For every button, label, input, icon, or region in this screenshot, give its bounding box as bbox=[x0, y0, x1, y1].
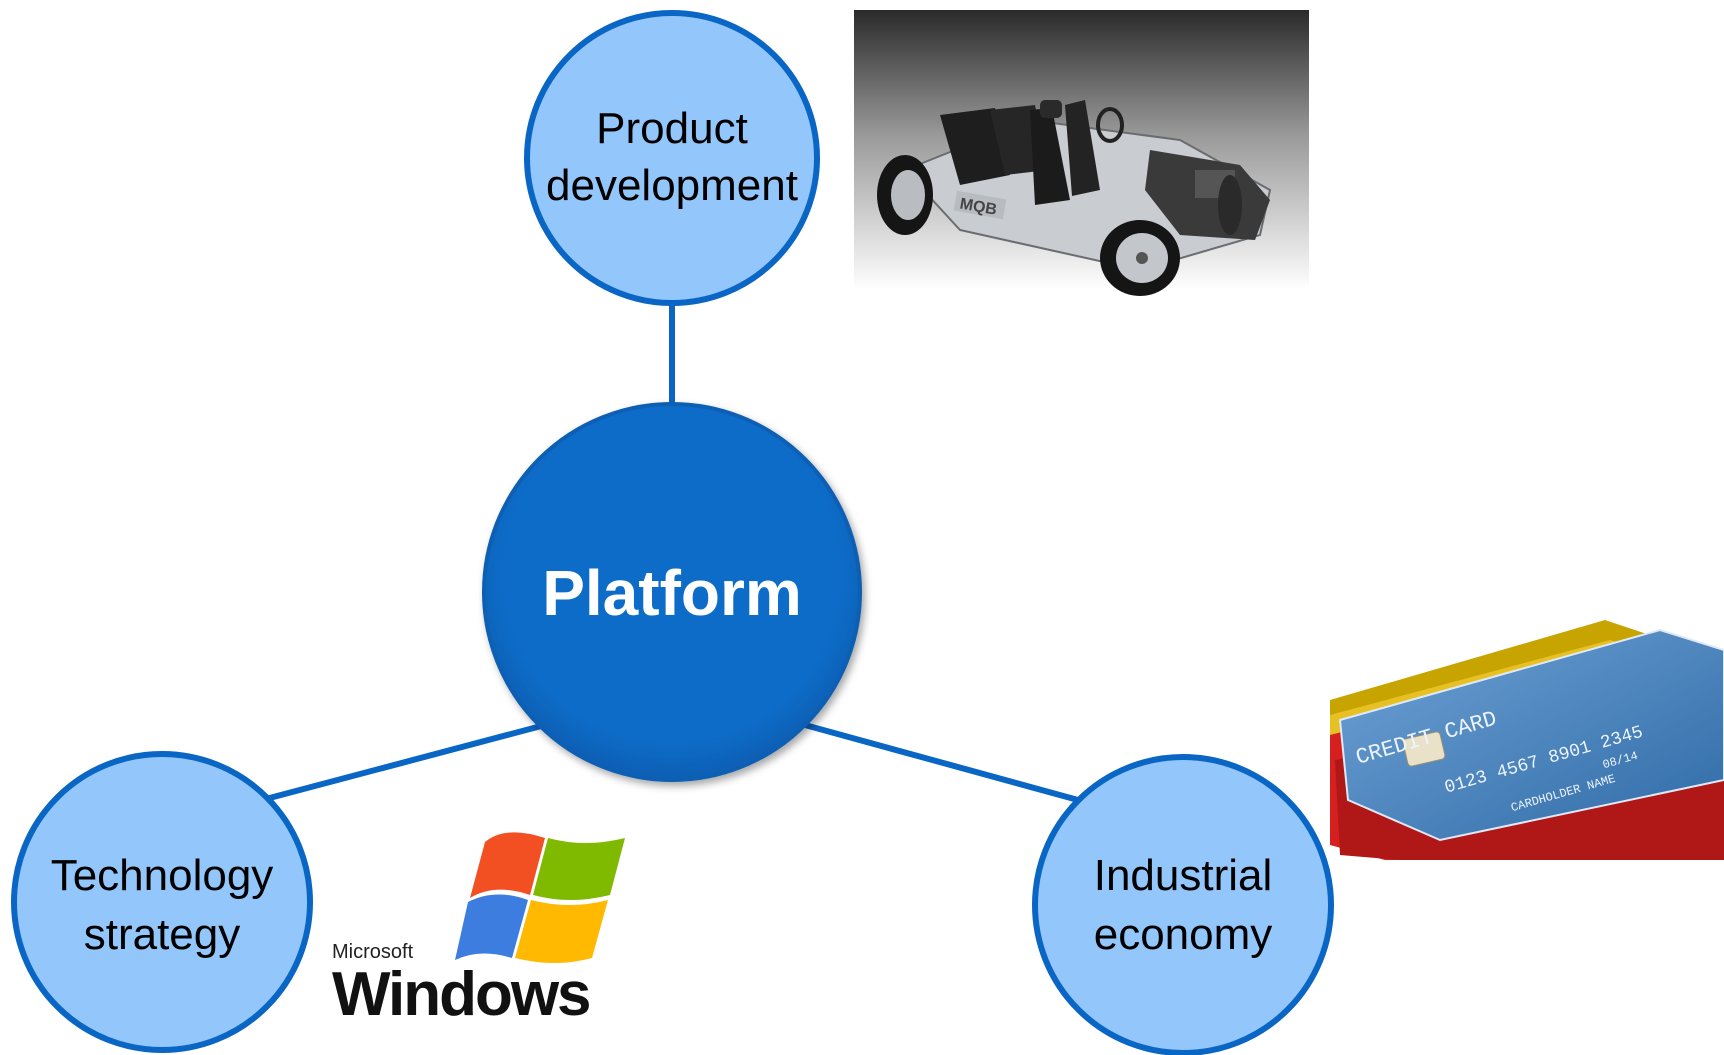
node-label-line: economy bbox=[1094, 910, 1273, 959]
windows-logo-windows-text: Windows bbox=[332, 960, 590, 1029]
node-label-line: Industrial bbox=[1094, 851, 1273, 900]
svg-text:strategy: strategy bbox=[84, 910, 241, 959]
node-product-development: Product development bbox=[524, 10, 820, 306]
credit-cards-image: CREDIT CARD 0123 4567 8901 2345 08/14 CA… bbox=[1330, 620, 1724, 860]
connector-technology bbox=[261, 722, 546, 803]
center-node-platform: Platform bbox=[482, 402, 862, 782]
svg-text:development: development bbox=[546, 161, 798, 210]
svg-text:economy: economy bbox=[1094, 910, 1273, 959]
center-label: Platform bbox=[542, 557, 802, 629]
windows-logo: Microsoft Windows bbox=[332, 832, 625, 1029]
node-label-line: strategy bbox=[84, 910, 241, 959]
car-chassis-image: MQB bbox=[854, 10, 1309, 296]
node-label-line: development bbox=[546, 161, 798, 210]
svg-text:Industrial: Industrial bbox=[1094, 851, 1273, 900]
node-label-line: Product bbox=[596, 104, 748, 153]
rear-wheel bbox=[877, 155, 933, 235]
front-wheel bbox=[1100, 220, 1180, 296]
node-technology-strategy: Technology strategy bbox=[11, 751, 313, 1053]
node-industrial-economy: Industrial economy bbox=[1032, 754, 1334, 1055]
car-badge-text: MQB bbox=[958, 196, 998, 219]
svg-text:Technology: Technology bbox=[51, 851, 274, 900]
node-label-line: Technology bbox=[51, 851, 274, 900]
svg-text:Product: Product bbox=[596, 104, 748, 153]
windows-logo-microsoft-text: Microsoft bbox=[332, 941, 414, 963]
connector-industrial bbox=[804, 722, 1079, 803]
